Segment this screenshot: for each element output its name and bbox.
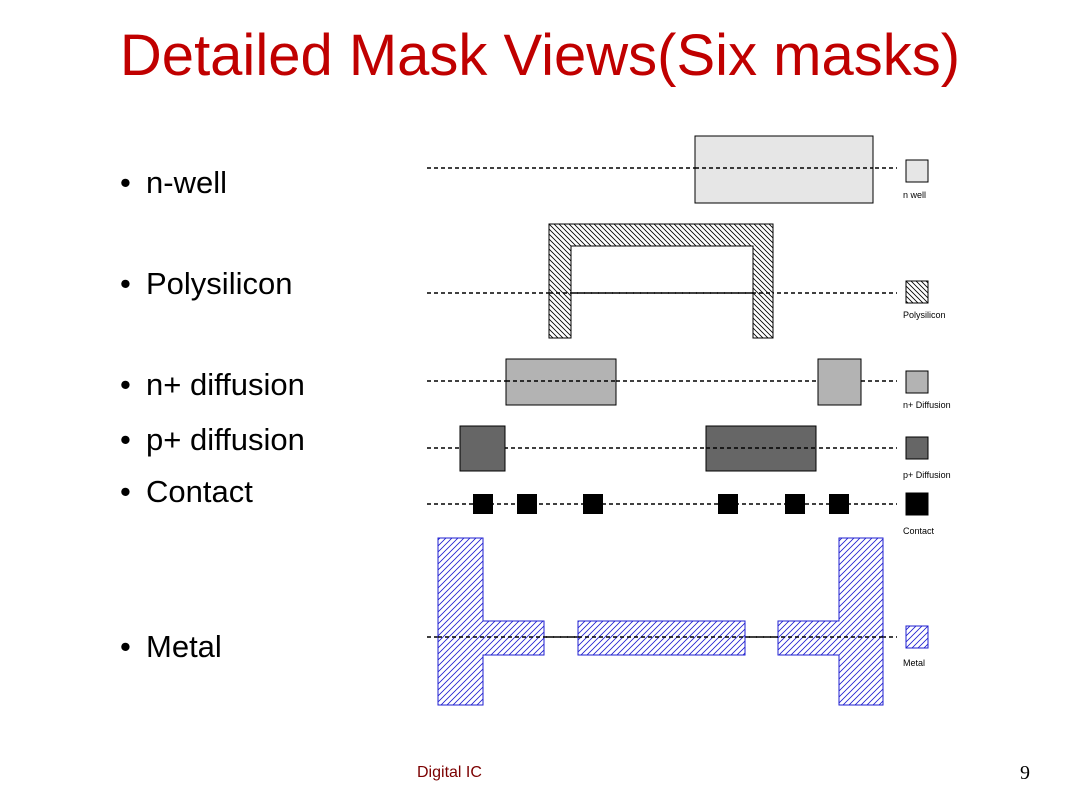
n-diffusion-region-right [817,358,862,406]
contact-cut [718,494,738,514]
bullet-label: Metal [146,629,222,664]
mask-legend: n well Polysilicon n+ Diffusion p+ Diffu… [903,159,951,668]
n-diffusion-region-left [505,358,617,406]
bullet-marker: • [120,165,131,200]
slide-title: Detailed Mask Views(Six masks) [119,23,961,88]
metal-left-rail [437,537,545,706]
footer-text: Digital IC [417,764,482,781]
bullet-label: Polysilicon [146,266,293,301]
bullet-marker: • [120,266,131,301]
bullet-label: n-well [146,165,227,200]
legend-label-contact: Contact [903,526,935,536]
contact-cut [473,494,493,514]
p-diffusion-region-left [459,425,506,472]
bullet-metal: • Metal [120,629,222,665]
metal-right-rail [777,537,884,706]
contact-cut [583,494,603,514]
legend-swatch-contact [905,492,929,516]
legend-label-p-diffusion: p+ Diffusion [903,470,951,480]
bullet-n-diffusion: • n+ diffusion [120,367,305,403]
legend-swatch-metal [905,625,929,649]
n-well-region [694,135,874,204]
bullet-marker: • [120,629,131,664]
bullet-label: p+ diffusion [146,422,305,457]
bullet-label: n+ diffusion [146,367,305,402]
contact-cut [785,494,805,514]
bullet-p-diffusion: • p+ diffusion [120,422,305,458]
bullet-n-well: • n-well [120,165,227,201]
legend-swatch-n-diffusion [905,370,929,394]
bullet-polysilicon: • Polysilicon [120,266,292,302]
legend-label-n-well: n well [903,190,926,200]
contact-cuts [473,494,849,514]
bullet-marker: • [120,422,131,457]
legend-swatch-n-well [905,159,929,183]
metal-center-strip [577,620,746,656]
legend-label-n-diffusion: n+ Diffusion [903,400,951,410]
contact-cut [829,494,849,514]
bullet-label: Contact [146,474,253,509]
bullet-marker: • [120,367,131,402]
legend-label-polysilicon: Polysilicon [903,310,946,320]
page-number: 9 [1020,762,1030,784]
legend-swatch-polysilicon [905,280,929,304]
bullet-contact: • Contact [120,474,253,510]
polysilicon-gate [548,223,774,339]
contact-cut [517,494,537,514]
bullet-marker: • [120,474,131,509]
legend-swatch-p-diffusion [905,436,929,460]
legend-label-metal: Metal [903,658,925,668]
